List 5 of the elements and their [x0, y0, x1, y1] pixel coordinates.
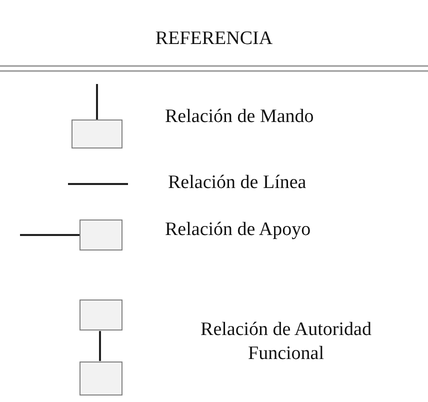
heading: REFERENCIA [154, 28, 274, 50]
legend-label: Relación de Apoyo [165, 219, 312, 241]
legend-label: Relación de Autoridad Funcional [200, 318, 372, 366]
legend-label: Relación de Línea [168, 172, 308, 194]
legend-label: Relación de Mando [165, 106, 315, 128]
